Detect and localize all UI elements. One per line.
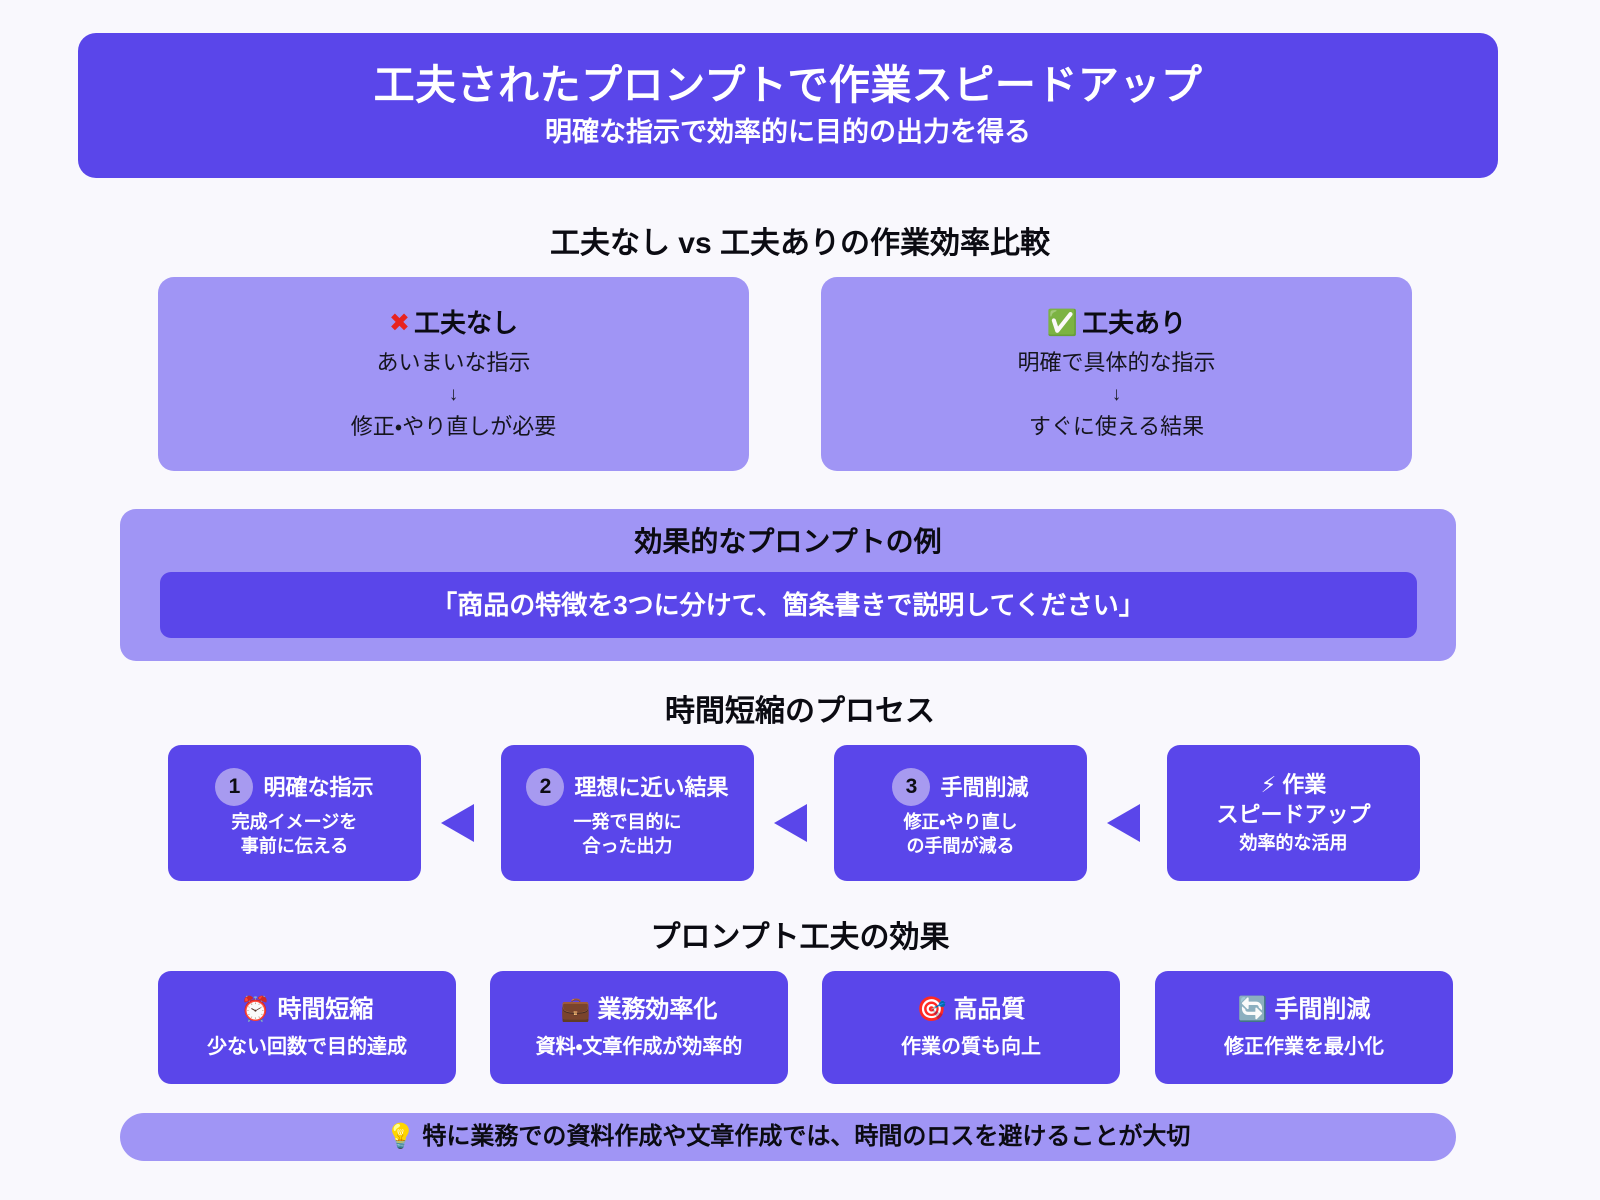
lightning-bolt-icon: ⚡: [1260, 771, 1277, 797]
process-step-card-2: 2 理想に近い結果 一発で目的に 合った出力: [501, 745, 754, 881]
cross-mark-icon: ✖: [389, 308, 410, 337]
process-step-title-line-1: ⚡ 作業: [1261, 771, 1327, 799]
comparison-card-line-2: すぐに使える結果: [1028, 413, 1205, 439]
section-heading-effects: プロンプト工夫の効果: [650, 921, 950, 954]
refresh-arrows-icon: 🔄: [1237, 995, 1268, 1023]
process-step-head: 1 明確な指示: [215, 768, 374, 807]
effect-card-title: 💼 業務効率化: [560, 995, 718, 1023]
effect-card-title: ⏰ 時間短縮: [240, 995, 374, 1023]
process-step-head: 2 理想に近い結果: [526, 768, 729, 807]
process-step-card-1: 1 明確な指示 完成イメージを 事前に伝える: [168, 745, 421, 881]
effects-row: ⏰ 時間短縮 少ない回数で目的達成 💼 業務効率化 資料・文章作成が効率的 🎯 …: [0, 971, 1600, 1084]
comparison-card-line-1: あいまいな指示: [376, 349, 531, 375]
step-number-badge: 3: [892, 768, 931, 807]
page-subtitle: 明確な指示で効率的に目的の出力を得る: [545, 117, 1031, 148]
comparison-card-line-2: 修正・やり直しが必要: [350, 413, 557, 439]
comparison-card-title-text: 工夫あり: [1082, 307, 1187, 338]
process-step-desc-line-2: の手間が減る: [906, 835, 1015, 856]
process-step-card-3: 3 手間削減 修正・やり直し の手間が減る: [834, 745, 1087, 881]
process-step-desc-line-2: 合った出力: [582, 835, 673, 856]
section-heading-process: 時間短縮のプロセス: [665, 695, 935, 728]
section-heading-comparison: 工夫なし vs 工夫ありの作業効率比較: [549, 227, 1051, 260]
check-mark-icon: ✅: [1046, 308, 1079, 337]
process-step-desc-line-1: 効率的な活用: [1239, 832, 1348, 853]
light-bulb-icon: 💡: [385, 1122, 416, 1150]
prompt-example-title: 効果的なプロンプトの例: [634, 526, 942, 557]
effect-card-desc: 資料・文章作成が効率的: [535, 1036, 743, 1059]
effect-card-title: 🎯 高品質: [916, 995, 1026, 1023]
footer-text: 特に業務での資料作成や文章作成では、時間のロスを避けることが大切: [422, 1122, 1191, 1150]
process-step-card-4: ⚡ 作業 スピードアップ 効率的な活用: [1167, 745, 1420, 881]
down-arrow-icon: ↓: [1111, 383, 1122, 405]
step-number-badge: 1: [215, 768, 254, 807]
effect-card-less-rework: 🔄 手間削減 修正作業を最小化: [1155, 971, 1453, 1084]
flow-arrow-left-icon: [1107, 804, 1140, 842]
alarm-clock-icon: ⏰: [240, 995, 271, 1023]
process-step-head: 3 手間削減: [892, 768, 1029, 807]
process-flow-row: 1 明確な指示 完成イメージを 事前に伝える 2 理想に近い結果 一発で目的に …: [0, 745, 1600, 881]
comparison-card-line-1: 明確で具体的な指示: [1017, 349, 1216, 375]
process-step-desc-line-2: 事前に伝える: [240, 835, 349, 856]
comparison-card-title: ✅ 工夫あり: [1047, 309, 1186, 338]
effect-card-title: 🔄 手間削減: [1237, 995, 1371, 1023]
effect-card-desc: 少ない回数で目的達成: [207, 1036, 407, 1059]
comparison-card-without: ✖ 工夫なし あいまいな指示 ↓ 修正・やり直しが必要: [158, 277, 749, 471]
target-dart-icon: 🎯: [916, 995, 947, 1023]
briefcase-icon: 💼: [560, 995, 591, 1023]
prompt-example-text: 「商品の特徴を3つに分けて、箇条書きで説明してください」: [431, 589, 1145, 620]
process-step-title: 手間削減: [940, 774, 1029, 800]
page-title: 工夫されたプロンプトで作業スピードアップ: [373, 62, 1203, 109]
comparison-card-with: ✅ 工夫あり 明確で具体的な指示 ↓ すぐに使える結果: [821, 277, 1412, 471]
comparison-card-title: ✖ 工夫なし: [389, 309, 518, 338]
footer-banner: 💡 特に業務での資料作成や文章作成では、時間のロスを避けることが大切: [120, 1113, 1456, 1161]
process-step-desc-line-1: 完成イメージを: [231, 812, 358, 833]
down-arrow-icon: ↓: [448, 383, 459, 405]
process-step-title-text: 作業: [1282, 771, 1327, 797]
effect-card-title-text: 手間削減: [1274, 995, 1371, 1023]
header-banner: 工夫されたプロンプトで作業スピードアップ 明確な指示で効率的に目的の出力を得る: [78, 33, 1498, 178]
flow-arrow-left-icon: [441, 804, 474, 842]
prompt-example-box: 「商品の特徴を3つに分けて、箇条書きで説明してください」: [159, 571, 1417, 638]
process-step-title-line-2: スピードアップ: [1216, 802, 1371, 828]
effect-card-desc: 修正作業を最小化: [1224, 1036, 1384, 1059]
effect-card-high-quality: 🎯 高品質 作業の質も向上: [822, 971, 1120, 1084]
process-step-desc-line-1: 修正・やり直し: [903, 812, 1018, 833]
effect-card-title-text: 業務効率化: [597, 995, 718, 1023]
process-step-title: 理想に近い結果: [574, 774, 729, 800]
effect-card-time-saving: ⏰ 時間短縮 少ない回数で目的達成: [158, 971, 456, 1084]
effect-card-title-text: 高品質: [953, 995, 1026, 1023]
effect-card-work-efficiency: 💼 業務効率化 資料・文章作成が効率的: [490, 971, 788, 1084]
step-number-badge: 2: [526, 768, 565, 807]
footer-text-wrapper: 💡 特に業務での資料作成や文章作成では、時間のロスを避けることが大切: [385, 1122, 1191, 1150]
flow-arrow-left-icon: [774, 804, 807, 842]
effect-card-desc: 作業の質も向上: [901, 1036, 1041, 1059]
process-step-desc-line-1: 一発で目的に: [573, 812, 682, 833]
effect-card-title-text: 時間短縮: [277, 995, 374, 1023]
prompt-example-block: 効果的なプロンプトの例 「商品の特徴を3つに分けて、箇条書きで説明してください」: [120, 509, 1456, 661]
process-step-title: 明確な指示: [263, 774, 374, 800]
comparison-card-title-text: 工夫なし: [413, 307, 518, 338]
